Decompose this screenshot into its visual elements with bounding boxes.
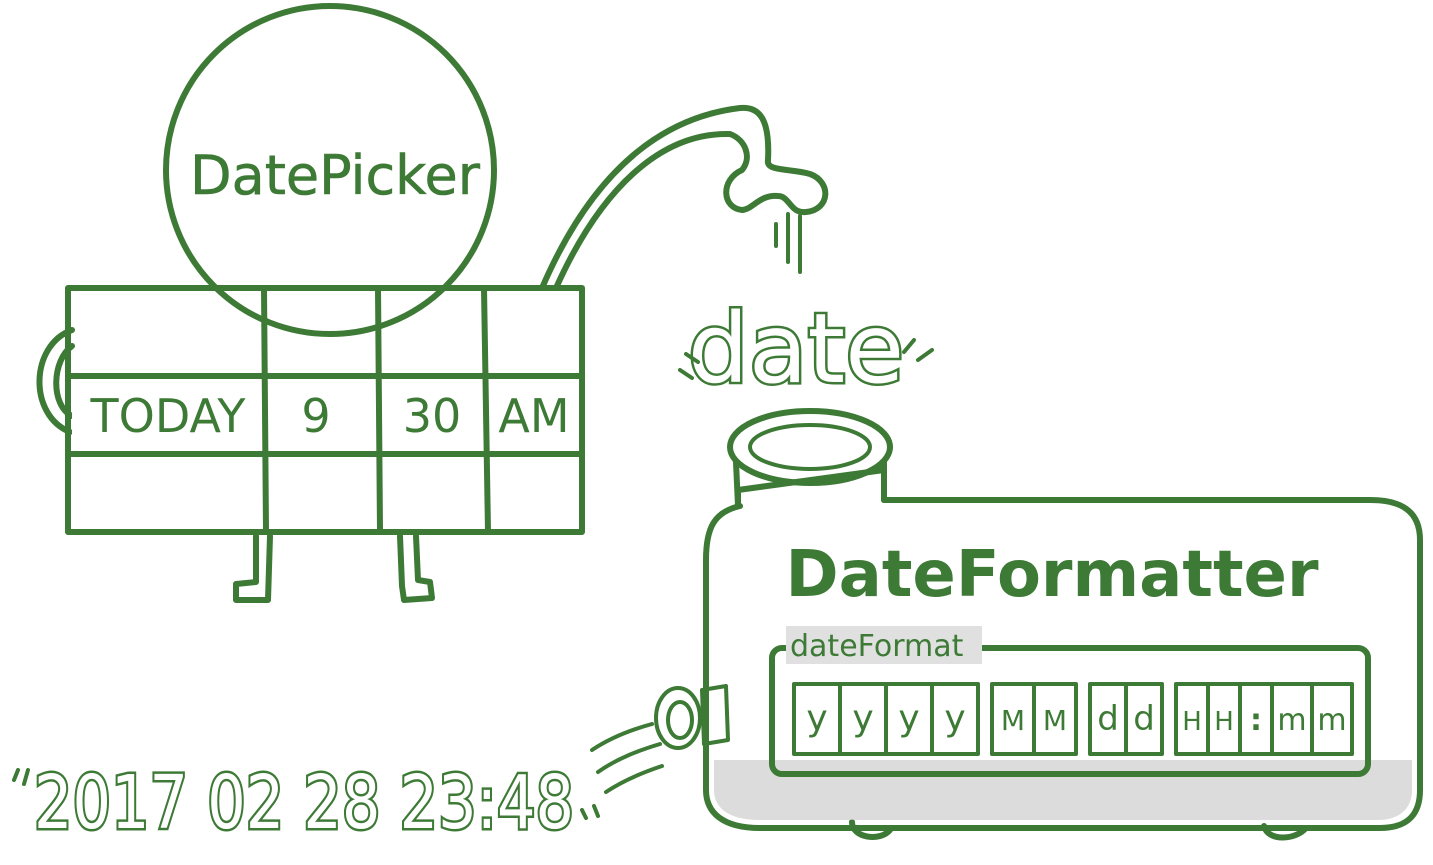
datepicker-title: DatePicker (190, 144, 481, 207)
format-cell: d (1097, 699, 1119, 739)
format-cell: d (1133, 699, 1155, 739)
output-hose (539, 104, 829, 291)
format-groups: y y y y M M d d (792, 682, 1354, 756)
datepicker-table (65, 285, 585, 535)
machine-shadow (714, 760, 1412, 820)
flow-label-date: date (688, 293, 904, 405)
format-cell: M (1001, 704, 1025, 737)
format-cell: H (1182, 707, 1202, 737)
datepicker-column-hour: 9 (301, 389, 330, 443)
machine-intake-opening (748, 423, 872, 471)
format-group-month: M M (990, 682, 1078, 756)
machine-intake-rim (727, 408, 893, 486)
format-cell: m (1277, 703, 1306, 738)
format-cell: H (1214, 707, 1234, 737)
format-group-year: y y y y (792, 682, 980, 756)
format-cell: y (852, 698, 873, 739)
dateformatter-title: DateFormatter (786, 538, 1319, 612)
datepicker-right-leg (397, 533, 435, 603)
format-cell: y (806, 698, 827, 739)
datepicker-character: DatePicker TODAY 9 30 AM (36, 3, 585, 603)
dateformat-group-box (769, 645, 1371, 777)
output-speed-lines (590, 722, 664, 794)
datepicker-head (163, 3, 497, 337)
nozzle-rim (654, 686, 702, 750)
format-cell: y (944, 698, 965, 739)
format-cell: : (1250, 703, 1262, 738)
machine-output-nozzle (700, 684, 730, 746)
dateformat-label-bg (786, 626, 982, 664)
format-group-time: H H : m m (1174, 682, 1354, 756)
format-cell: M (1043, 704, 1067, 737)
dateformatter-machine: DateFormatter dateFormat y y y y M M (654, 408, 1423, 841)
output-date-text: 2017 02 28 23:48 (34, 760, 574, 846)
datepicker-column-minute: 30 (403, 389, 462, 443)
datepicker-left-leg (233, 533, 273, 603)
nozzle-opening (666, 700, 694, 740)
output-quote-marks (12, 768, 30, 786)
dateformat-group-label: dateFormat (790, 629, 964, 664)
machine-body (703, 467, 1423, 831)
drip-lines (774, 212, 802, 274)
label-emphasis-marks (678, 338, 934, 380)
format-group-day: d d (1088, 682, 1164, 756)
format-cell: y (898, 698, 919, 739)
output-trailing-marks (580, 804, 600, 820)
datepicker-column-ampm: AM (498, 389, 569, 443)
datepicker-selected-row (72, 376, 578, 454)
datepicker-column-day: TODAY (90, 389, 247, 443)
format-cell: m (1317, 703, 1346, 738)
